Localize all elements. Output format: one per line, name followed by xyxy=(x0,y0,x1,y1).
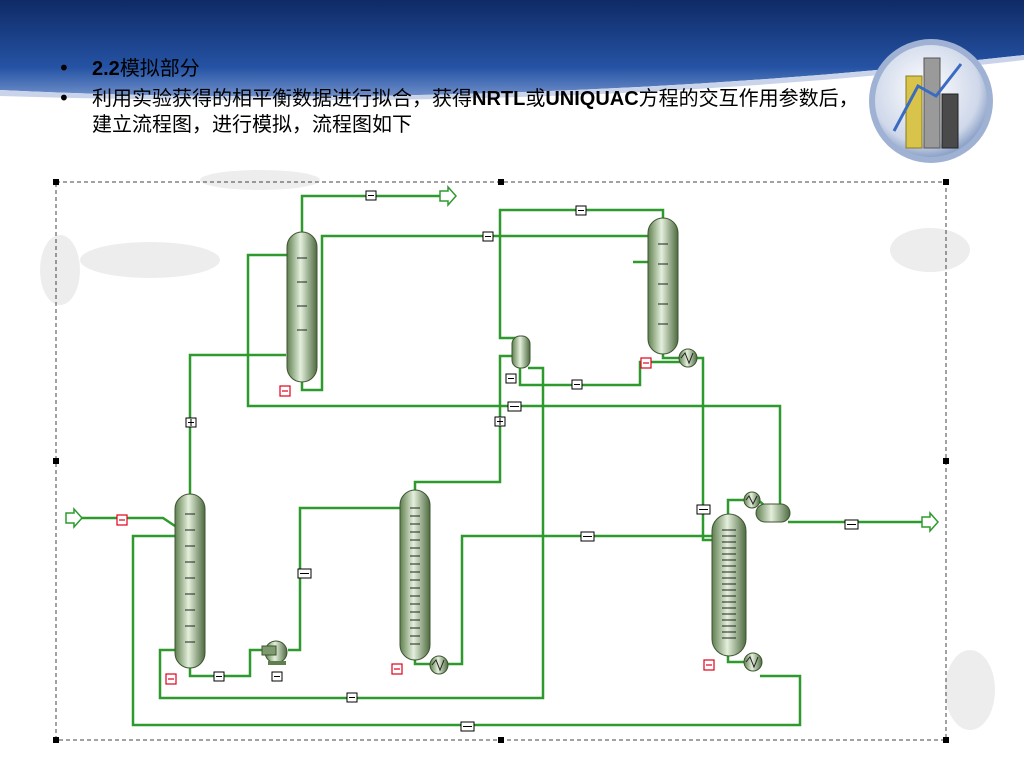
reboiler-col5-icon[interactable] xyxy=(743,652,763,672)
stream-col3-reboiler-out[interactable] xyxy=(448,534,718,666)
stream-marker-icon[interactable] xyxy=(505,373,517,384)
reboiler-col4-icon[interactable] xyxy=(678,348,698,368)
stream-marker-icon[interactable] xyxy=(213,671,225,682)
stream-col5-top[interactable] xyxy=(726,498,750,516)
stream-col1-bottom[interactable] xyxy=(158,366,545,700)
chart-logo-icon xyxy=(869,39,993,163)
error-flag-icon[interactable] xyxy=(165,673,177,685)
feed-arrow-icon xyxy=(65,507,84,529)
overhead-outlet-arrow-icon xyxy=(439,185,458,207)
stream-marker-icon[interactable] xyxy=(482,231,494,242)
error-flag-icon[interactable] xyxy=(391,663,403,675)
stream-marker-icon[interactable] xyxy=(346,692,358,703)
stream-col2-bottom[interactable] xyxy=(300,234,648,392)
error-flag-icon[interactable] xyxy=(703,659,715,671)
reflux-drum[interactable] xyxy=(755,503,791,523)
bullet-dot: • xyxy=(58,56,70,80)
bullet-item: • 利用实验获得的相平衡数据进行拟合，获得NRTL或UNIQUAC方程的交互作用参… xyxy=(58,86,878,137)
bullet-text: 模拟部分 xyxy=(119,56,200,80)
stream-marker-icon[interactable] xyxy=(571,379,583,390)
stream-flash-bottom[interactable] xyxy=(518,360,680,387)
bullet-text: 利用实验获得的相平衡数据进行拟合，获得 xyxy=(92,86,472,110)
flash-drum[interactable] xyxy=(511,335,531,369)
error-flag-icon[interactable] xyxy=(279,385,291,397)
stream-marker-icon[interactable] xyxy=(365,190,377,201)
product-outlet-arrow-icon xyxy=(921,511,940,533)
stream-marker-icon[interactable] xyxy=(297,568,312,579)
stream-marker-icon[interactable] xyxy=(844,519,859,530)
stream-flash-top[interactable] xyxy=(498,208,665,340)
header-banner xyxy=(0,0,1024,100)
stream-col2-overhead[interactable] xyxy=(300,194,448,233)
stream-marker-icon[interactable] xyxy=(185,417,197,428)
column-5[interactable] xyxy=(711,513,747,657)
error-flag-icon[interactable] xyxy=(116,514,128,526)
bullet-dot: • xyxy=(58,86,70,110)
bullet-list: • 2.2模拟部分 • 利用实验获得的相平衡数据进行拟合，获得NRTL或UNIQUAC… xyxy=(58,56,878,141)
error-flag-icon[interactable] xyxy=(640,357,652,369)
stream-marker-icon[interactable] xyxy=(507,401,522,412)
column-4[interactable] xyxy=(647,217,679,355)
reboiler-col3-icon[interactable] xyxy=(429,655,449,675)
stream-marker-icon[interactable] xyxy=(696,504,711,515)
bullet-text: UNIQUAC xyxy=(545,88,639,110)
stream-marker-icon[interactable] xyxy=(460,721,475,732)
stream-marker-icon[interactable] xyxy=(271,671,283,682)
bullet-item: • 2.2模拟部分 xyxy=(58,56,878,82)
column-1[interactable] xyxy=(174,493,206,669)
stream-pump-to-col3[interactable] xyxy=(288,506,400,652)
bullet-text: 2.2 xyxy=(92,58,120,80)
bullet-text: NRTL xyxy=(472,88,526,110)
stream-marker-icon[interactable] xyxy=(494,416,506,427)
stream-col1-top[interactable] xyxy=(188,353,286,494)
condenser-col5-icon[interactable] xyxy=(743,491,761,509)
stream-col1-side[interactable] xyxy=(131,534,802,727)
stream-col2-recycle[interactable] xyxy=(246,253,782,520)
column-3[interactable] xyxy=(399,489,431,661)
stream-col1-to-pump[interactable] xyxy=(188,648,265,678)
bullet-text: 或 xyxy=(525,86,546,110)
column-2[interactable] xyxy=(286,231,318,383)
selection-frame xyxy=(53,179,949,743)
stream-marker-icon[interactable] xyxy=(580,531,595,542)
bullet-text: 方程的交互作用参数后，建立流程图，进行模拟，流程图如下 xyxy=(92,86,859,136)
stream-marker-icon[interactable] xyxy=(575,205,587,216)
stream-feed[interactable] xyxy=(78,516,176,528)
stream-col3-overhead[interactable] xyxy=(413,354,512,490)
pump-icon[interactable] xyxy=(261,640,288,665)
